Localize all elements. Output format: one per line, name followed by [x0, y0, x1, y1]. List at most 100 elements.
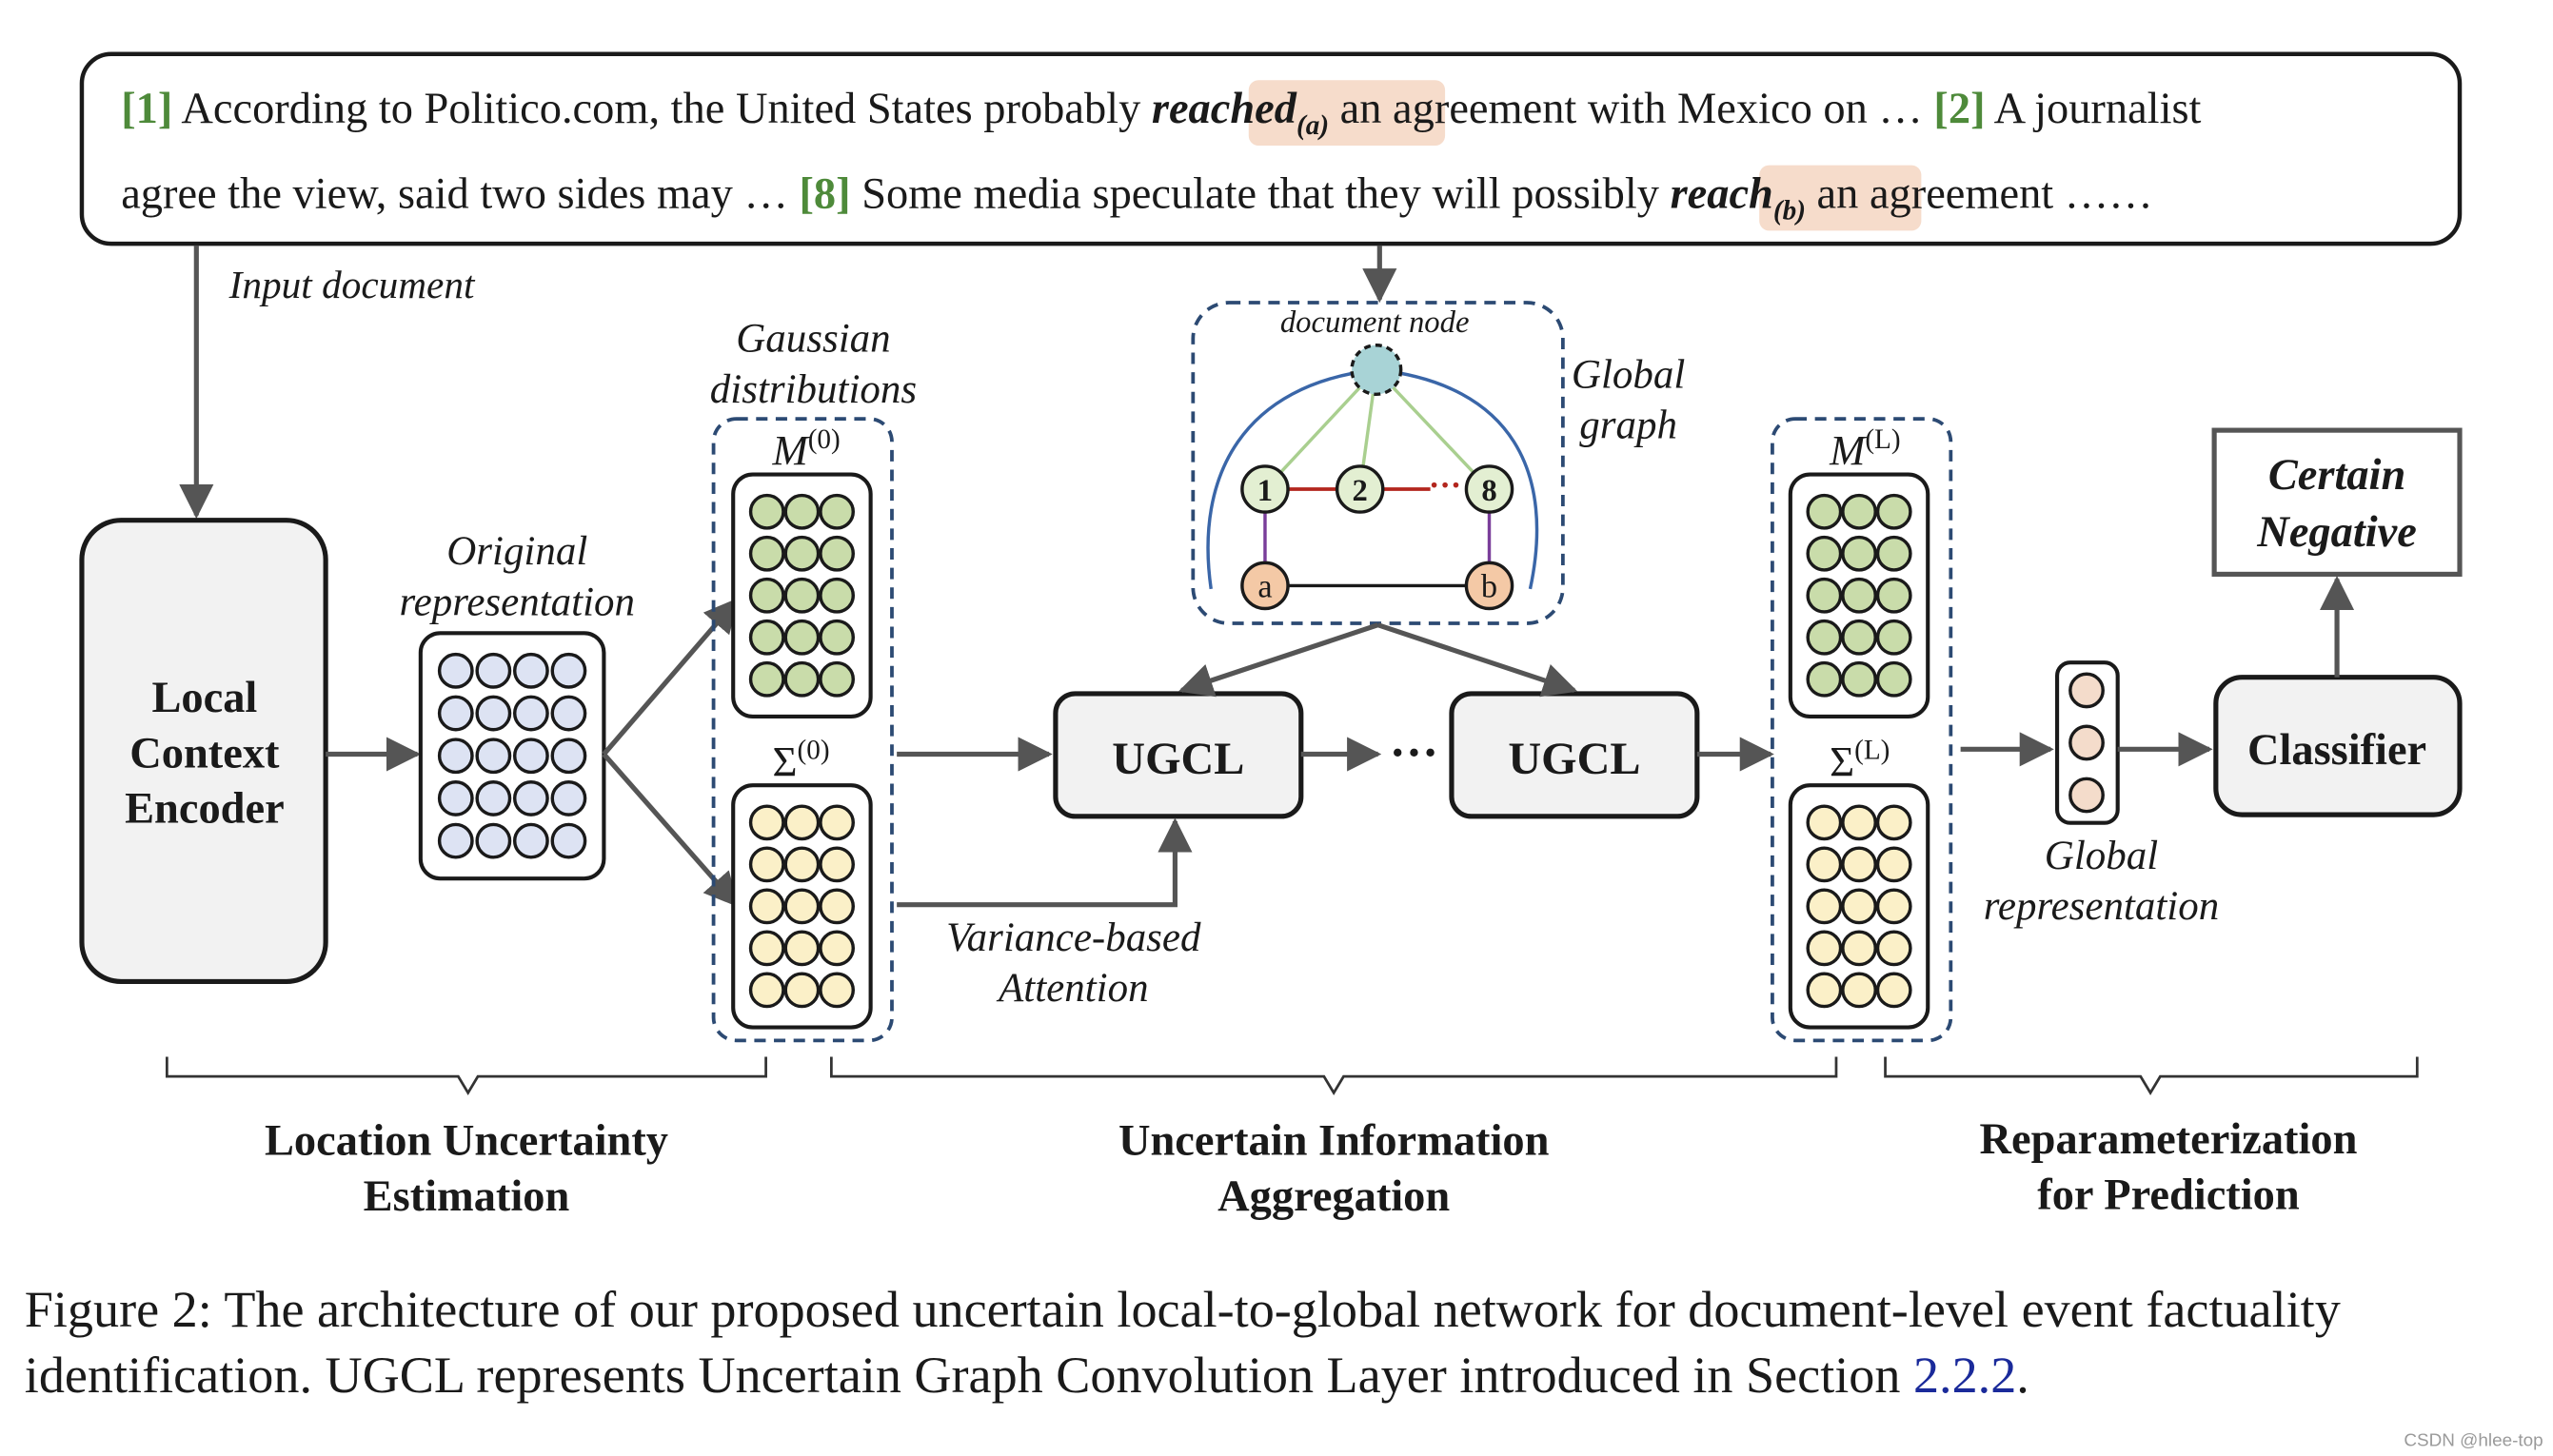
- embedding-unit: [819, 660, 856, 698]
- layers-ellipsis: ···: [1390, 726, 1439, 780]
- embedding-unit: [783, 493, 821, 530]
- embedding-unit: [1841, 493, 1877, 530]
- classifier-box: Classifier: [2213, 675, 2463, 817]
- section-title: Location Uncertainty: [265, 1117, 668, 1166]
- embedding-unit: [1841, 888, 1877, 925]
- doc-text: According to Politico.com, the United St…: [172, 85, 1152, 133]
- original-representation-label: representation: [400, 580, 635, 624]
- svg-text:b: b: [1481, 568, 1497, 604]
- doc-edge: [1263, 368, 1378, 491]
- embedding-unit: [550, 738, 587, 775]
- global-graph-container: [1191, 301, 1565, 625]
- section-title: Uncertain Information: [1118, 1117, 1550, 1166]
- section-link[interactable]: 2.2.2: [1913, 1347, 2016, 1404]
- embedding-unit: [437, 695, 474, 732]
- ugcl-label: UGCL: [1508, 734, 1640, 784]
- embedding-unit: [783, 846, 821, 883]
- doc-text: an agreement with Mexico on …: [1329, 85, 1933, 133]
- global-graph: document node ··· 1 2 8 a: [1191, 301, 1685, 625]
- embedding-unit: [475, 738, 512, 775]
- event-word-b: reach: [1671, 169, 1773, 218]
- encoder-label: Encoder: [125, 785, 285, 834]
- embedding-unit: [1875, 493, 1912, 530]
- event-node-b: b: [1464, 561, 1514, 611]
- embedding-unit: [783, 577, 821, 614]
- global-representation-label: representation: [1984, 884, 2219, 929]
- ugcl-label: UGCL: [1112, 734, 1244, 784]
- section-title: Aggregation: [1217, 1172, 1450, 1221]
- embedding-unit: [748, 535, 785, 572]
- svg-text:a: a: [1257, 568, 1272, 604]
- embedding-unit: [748, 493, 785, 530]
- section-reparameterization: Reparameterization for Prediction: [1884, 1056, 2419, 1219]
- variance-attention-label: Variance-based: [946, 915, 1201, 960]
- caption-line-1: Figure 2: The architecture of our propos…: [25, 1281, 2341, 1338]
- sentence-node-1: 1: [1240, 464, 1290, 514]
- embedding-unit: [748, 888, 785, 925]
- embedding-unit: [819, 930, 856, 967]
- doc-text: A journalist: [1986, 85, 2202, 133]
- embedding-unit: [1806, 846, 1843, 883]
- variance-attention-arrow: [897, 817, 1193, 908]
- embedding-unit: [475, 695, 512, 732]
- embedding-unit: [1875, 535, 1912, 572]
- gaussian-L-container: [1771, 417, 1953, 1043]
- embedding-unit: [819, 888, 856, 925]
- event-subscript-a: (a): [1296, 110, 1329, 141]
- classifier-label: Classifier: [2247, 726, 2426, 775]
- ref-2: [2]: [1933, 85, 1985, 133]
- ugcl-layer-L: UGCL: [1449, 691, 1700, 819]
- mean-L-symbol: M(L): [1829, 424, 1901, 474]
- embedding-unit: [1841, 660, 1877, 698]
- embedding-unit: [475, 780, 512, 817]
- embedding-unit: [1875, 577, 1912, 614]
- embedding-unit: [748, 619, 785, 656]
- embedding-unit: [748, 930, 785, 967]
- embedding-unit: [1841, 972, 1877, 1009]
- embedding-unit: [819, 535, 856, 572]
- output-label: Certain: [2268, 451, 2405, 500]
- embedding-unit: [819, 804, 856, 841]
- embedding-unit: [783, 972, 821, 1009]
- embedding-unit: [1875, 619, 1912, 656]
- event-word-a: reached: [1152, 85, 1297, 133]
- section-title: Reparameterization: [1980, 1115, 2358, 1164]
- document-node: [1350, 344, 1403, 397]
- embedding-unit: [783, 535, 821, 572]
- document-line-2: agree the view, said two sides may … [8]…: [121, 169, 2152, 226]
- embedding-unit: [512, 780, 549, 817]
- sentence-ellipsis: ···: [1429, 467, 1461, 503]
- doc-text: agree the view, said two sides may …: [121, 169, 799, 218]
- global-unit: [2068, 777, 2105, 814]
- event-subscript-b: (b): [1773, 195, 1806, 226]
- embedding-unit: [475, 822, 512, 859]
- caption-line-2: identification. UGCL represents Uncertai…: [25, 1347, 2029, 1404]
- embedding-unit: [783, 930, 821, 967]
- highlight-reached: [1248, 80, 1446, 146]
- global-representation-label: Global: [2045, 834, 2158, 878]
- sigma-0-grid: [731, 783, 873, 1030]
- embedding-unit: [819, 493, 856, 530]
- embedding-unit: [1841, 535, 1877, 572]
- doc-edge: [1375, 368, 1491, 491]
- mean-L-grid: [1788, 472, 1930, 719]
- section-brace: [1884, 1056, 2419, 1096]
- input-document-label: Input document: [228, 263, 476, 306]
- graph-to-ugclL-arrow: [1376, 622, 1578, 698]
- embedding-unit: [748, 804, 785, 841]
- embedding-unit: [1806, 577, 1843, 614]
- embedding-unit: [1806, 804, 1843, 841]
- event-node-a: a: [1240, 561, 1290, 611]
- section-brace: [165, 1056, 767, 1096]
- embedding-unit: [783, 660, 821, 698]
- embedding-unit: [437, 652, 474, 689]
- original-representation-label: Original: [446, 529, 587, 574]
- embedding-unit: [1806, 888, 1843, 925]
- gaussian-label: Gaussian: [736, 317, 890, 362]
- embedding-unit: [475, 652, 512, 689]
- embedding-unit: [1875, 846, 1912, 883]
- graph-to-ugcl1-arrow: [1178, 622, 1379, 698]
- embedding-unit: [1806, 972, 1843, 1009]
- embedding-unit: [1875, 972, 1912, 1009]
- embedding-unit: [550, 822, 587, 859]
